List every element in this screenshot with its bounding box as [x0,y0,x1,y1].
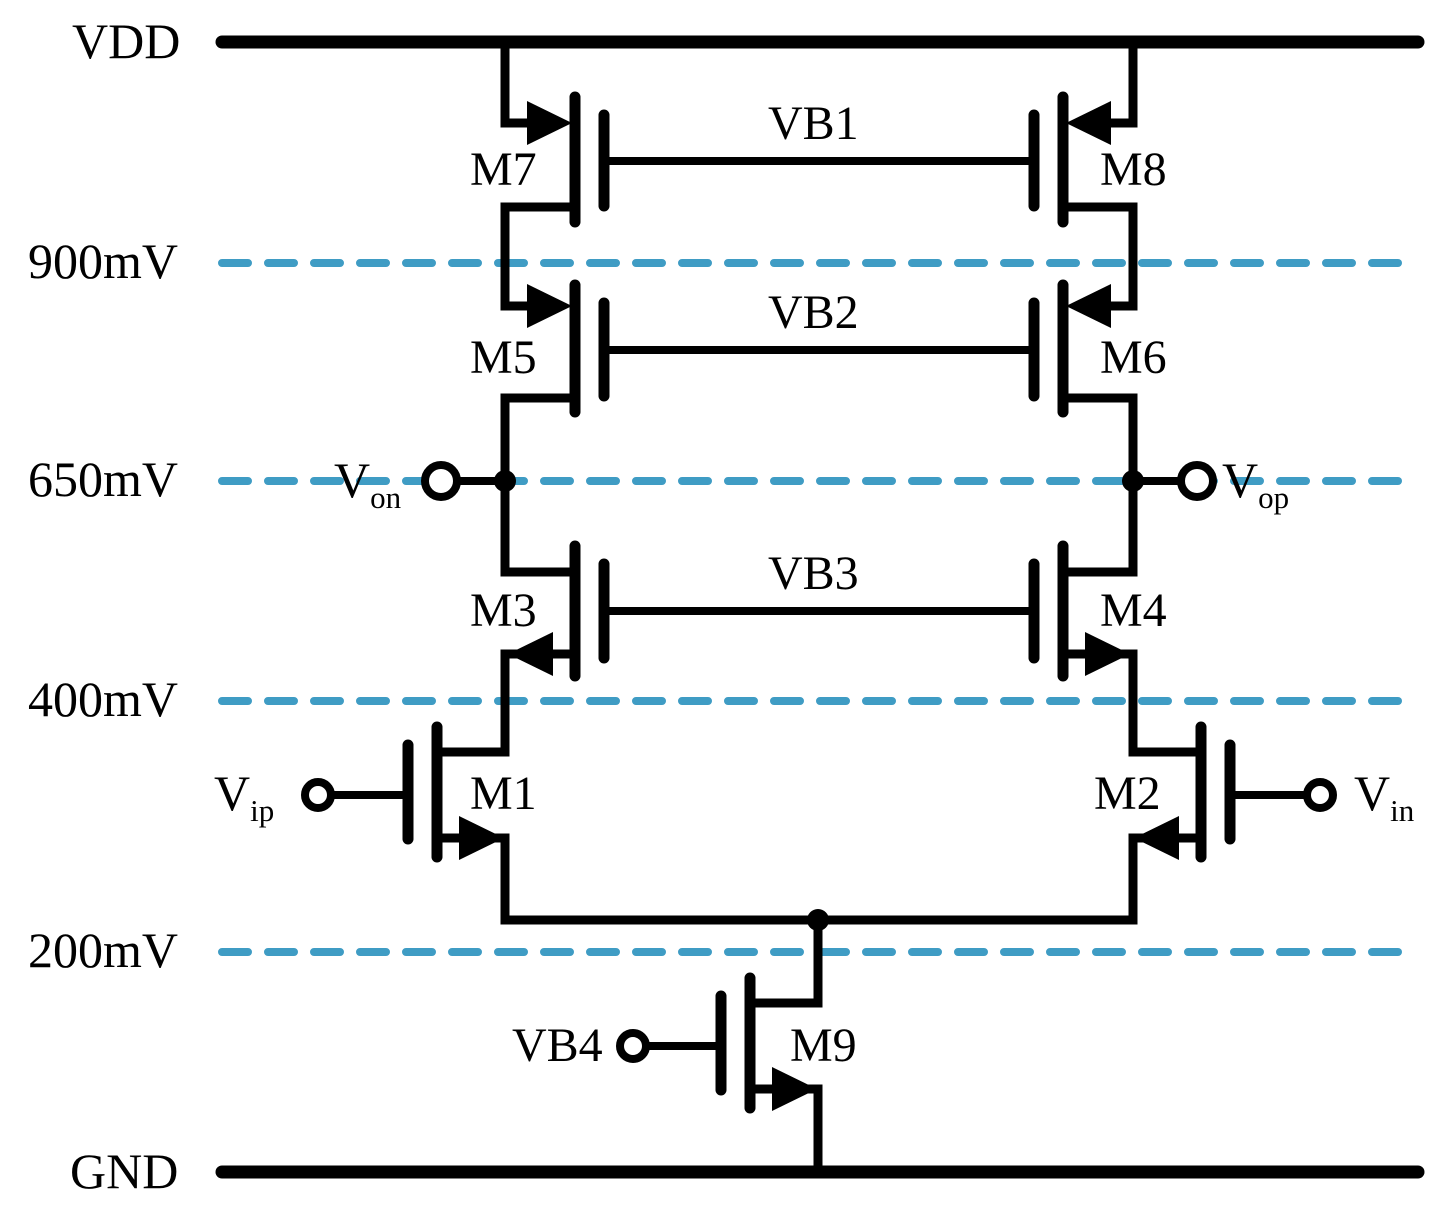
voltage-level-label-200mv: 200mV [28,922,178,978]
m4-source-arrow [1085,632,1130,676]
port-label-vop-sub: op [1258,480,1290,515]
transistor-label-M9: M9 [790,1019,857,1072]
port-label-vop-base: V [1222,452,1259,508]
m1-source-arrow [459,816,504,860]
m8-source-arrow [1066,101,1111,145]
voltage-level-label-400mv: 400mV [28,671,178,727]
port-label-von-base: V [334,452,371,508]
transistor-M7 [569,91,610,228]
transistor-M9 [715,972,756,1114]
m3-source-arrow [508,632,553,676]
transistor-label-M1: M1 [470,767,537,820]
transistor-M4 [1028,540,1069,682]
port-label-vip-base: V [214,765,251,821]
port-terminal-vb4[interactable] [616,1029,650,1063]
m7-source-arrow [527,101,572,145]
wire-m7-to-m5 [500,202,575,311]
transistor-label-M6: M6 [1100,331,1167,384]
gnd-rail-label: GND [70,1143,179,1199]
wire-tail-to-m9-drain [752,920,823,1008]
port-label-vip-sub: ip [250,793,275,828]
port-label-vin-base: V [1354,765,1391,821]
m2-source-arrow [1134,816,1179,860]
transistor-M2 [1195,721,1236,863]
wire-m1-to-tail [437,833,818,925]
port-label-vin-sub: in [1390,793,1415,828]
transistor-M6 [1028,279,1069,418]
transistor-label-M4: M4 [1100,584,1167,637]
port-label-von: Von [334,455,401,513]
voltage-level-label-650mv: 650mV [28,451,178,507]
port-label-vop: Vop [1222,455,1289,513]
bias-label-VB4: VB4 [512,1019,603,1072]
transistor-label-M5: M5 [470,331,537,384]
transistor-M1 [402,721,443,863]
transistor-M5 [569,279,610,418]
transistor-M8 [1028,91,1069,228]
transistor-label-M2: M2 [1094,767,1161,820]
wire-m2-to-tail [818,833,1201,925]
transistor-label-M8: M8 [1100,143,1167,196]
vdd-rail-label: VDD [72,13,181,69]
voltage-level-label-900mv: 900mV [28,233,178,289]
port-terminal-vin[interactable] [1303,778,1337,812]
port-label-vin: Vin [1354,768,1414,826]
wire-m4-to-m2 [1063,649,1203,757]
wire-m8-to-m6 [1063,202,1138,311]
port-terminal-vip[interactable] [301,778,335,812]
transistor-label-M7: M7 [470,143,537,196]
port-terminal-von[interactable] [421,461,461,501]
transistor-M3 [569,540,610,682]
bias-label-VB3: VB3 [768,547,859,600]
bias-label-VB2: VB2 [768,286,859,339]
m5-source-arrow [527,284,572,328]
transistor-label-M3: M3 [470,584,537,637]
port-terminal-vop[interactable] [1177,461,1217,501]
port-label-von-sub: on [370,480,402,515]
m9-source-arrow [772,1067,817,1111]
m6-source-arrow [1066,284,1111,328]
bias-label-VB1: VB1 [768,97,859,150]
port-label-vip: Vip [214,768,274,826]
